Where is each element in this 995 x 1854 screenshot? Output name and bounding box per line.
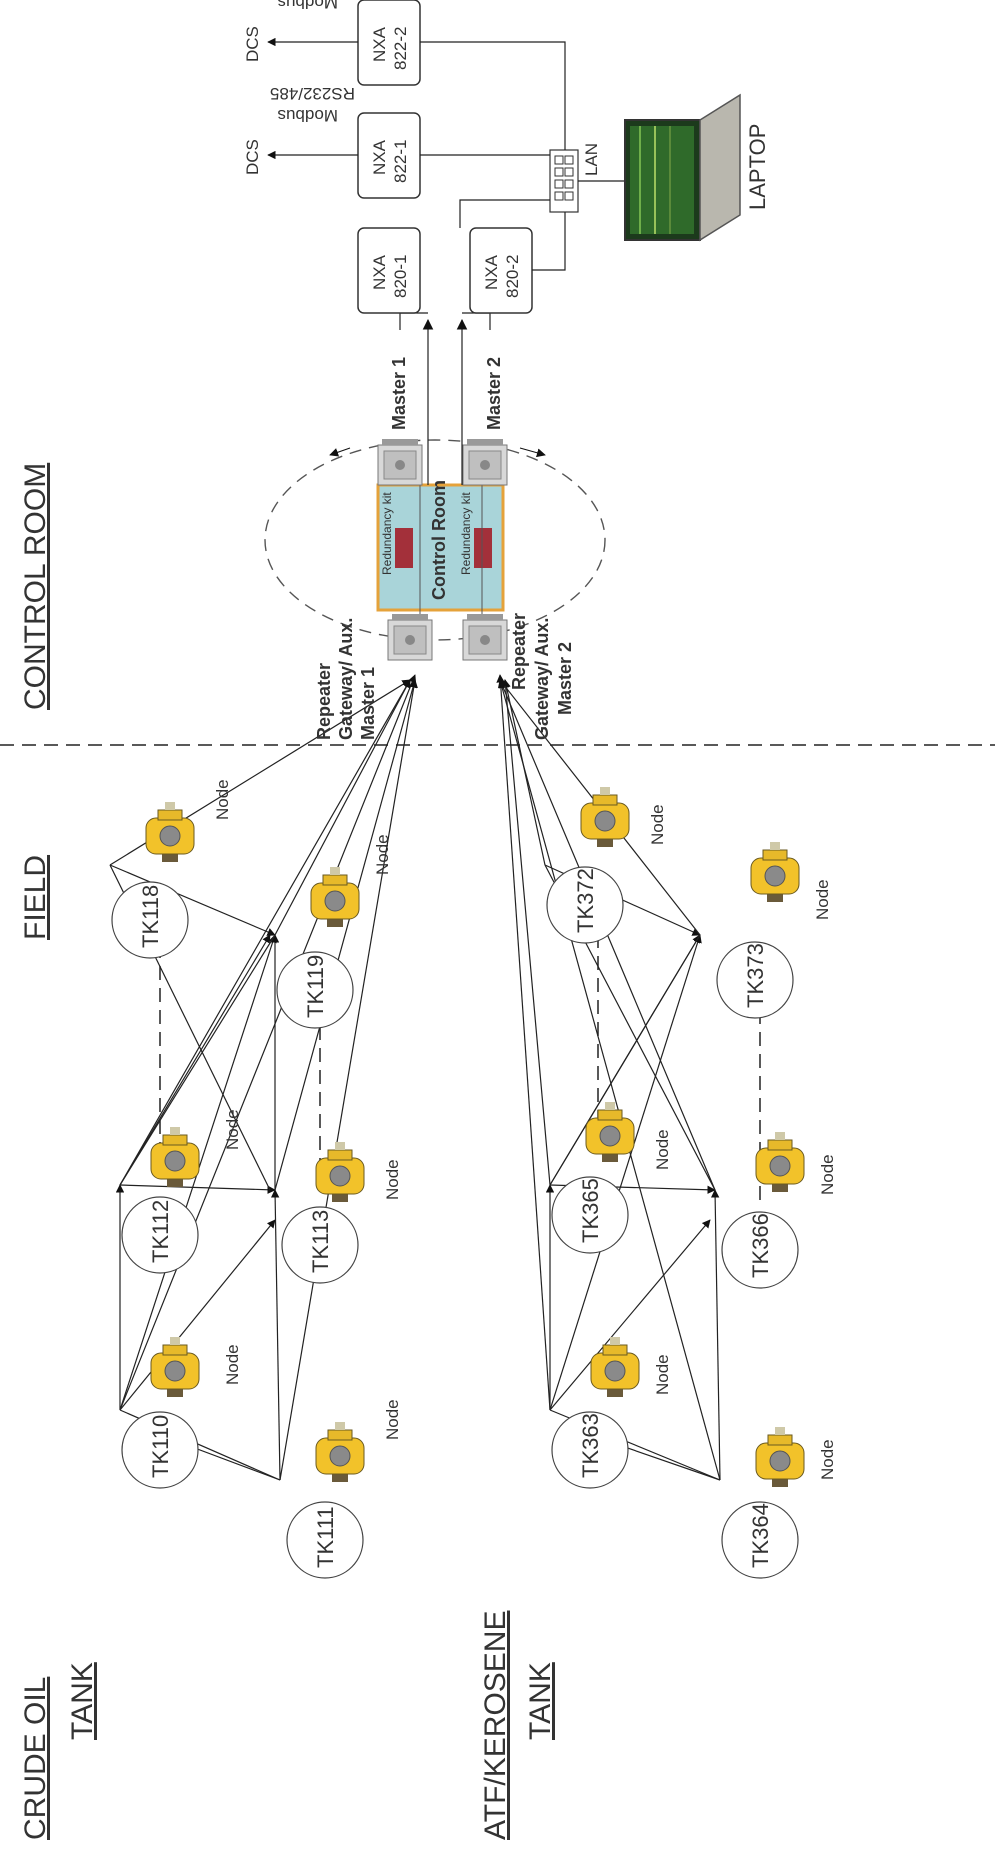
nxa-820-2: NXA 820-2 [469, 227, 533, 314]
tank-tk373: TK373 [716, 941, 794, 1019]
repeater-2-label: Gateway/ Aux. [532, 618, 552, 740]
svg-text:RS232/485: RS232/485 [270, 84, 355, 103]
svg-text:NXA: NXA [370, 254, 389, 290]
node-icon [150, 1336, 200, 1398]
node-icon [755, 1131, 805, 1193]
node-icon [750, 841, 800, 903]
repeater-2-label: Master 2 [555, 642, 575, 715]
svg-text:TK373: TK373 [743, 943, 768, 1008]
node-icon [145, 801, 195, 863]
atf-kerosene-header: ATF/KEROSENE [479, 1611, 512, 1840]
master-1-device [377, 438, 423, 486]
node-label: Node [653, 1354, 672, 1395]
svg-text:TK372: TK372 [573, 868, 598, 933]
svg-text:NXA: NXA [482, 254, 501, 290]
redundancy-kit-label: Redundancy kit [380, 492, 394, 575]
svg-text:NXA: NXA [370, 26, 389, 62]
crude-oil-mesh [109, 674, 418, 1481]
master-2-label: Master 2 [484, 357, 504, 430]
node-icon [585, 1101, 635, 1163]
node-label: Node [653, 1129, 672, 1170]
dcs-output-1: DCS Modbus RS232/485 [243, 84, 358, 175]
svg-text:TK363: TK363 [578, 1413, 603, 1478]
node-label: Node [818, 1439, 837, 1480]
field-header: FIELD [19, 855, 52, 940]
svg-text:TK111: TK111 [313, 1506, 338, 1568]
svg-text:TK113: TK113 [308, 1210, 333, 1273]
tank-tk365: TK365 [551, 1176, 629, 1254]
node-icon [580, 786, 630, 848]
svg-text:TK119: TK119 [303, 955, 328, 1018]
svg-text:820-1: 820-1 [391, 255, 410, 298]
svg-text:DCS: DCS [243, 139, 262, 175]
svg-text:822-1: 822-1 [391, 140, 410, 183]
node-icon [310, 866, 360, 928]
svg-text:Modbus: Modbus [278, 106, 338, 125]
master-1-label: Master 1 [389, 357, 409, 430]
node-label: Node [383, 1159, 402, 1200]
nxa-822-2: NXA 822-2 [357, 0, 421, 86]
crude-oil-header-tank: TANK [66, 1662, 99, 1740]
repeater-1-label: Master 1 [358, 667, 378, 740]
node-icon [315, 1141, 365, 1203]
atf-kerosene-header-tank: TANK [524, 1662, 557, 1740]
node-label: Node [223, 1344, 242, 1385]
nxa-822-1: NXA 822-1 [357, 112, 421, 199]
node-label: Node [383, 1399, 402, 1440]
laptop-label: LAPTOP [745, 124, 770, 210]
repeater-2-label: Repeater [509, 613, 529, 690]
node-label: Node [373, 834, 392, 875]
master-2-device [462, 438, 508, 486]
node-icon [755, 1426, 805, 1488]
tank-tk111: TK111 [286, 1501, 364, 1579]
dcs-output-2: DCS Modbus RS232/485 [243, 0, 358, 62]
tank-tk372: TK372 [546, 866, 624, 944]
node-label: Node [813, 879, 832, 920]
repeater-2-device [462, 613, 508, 661]
control-room-group: Redundancy kit Redundancy kit Control Ro… [264, 312, 606, 740]
svg-text:820-2: 820-2 [503, 255, 522, 298]
repeater-1-device [387, 613, 433, 661]
node-label: Node [223, 1109, 242, 1150]
node-icon [150, 1126, 200, 1188]
svg-text:TK366: TK366 [748, 1213, 773, 1278]
tank-tk112: TK112 [121, 1196, 199, 1274]
svg-text:TK112: TK112 [148, 1200, 173, 1263]
tank-tk110: TK110 [121, 1411, 199, 1489]
lan-label: LAN [582, 143, 601, 176]
tank-tk364: TK364 [721, 1501, 799, 1579]
lan-switch: LAN [549, 143, 601, 213]
crude-oil-header: CRUDE OIL [19, 1677, 52, 1840]
node-label: Node [818, 1154, 837, 1195]
svg-text:DCS: DCS [243, 26, 262, 62]
laptop-icon [624, 93, 741, 242]
nxa-820-1: NXA 820-1 [357, 227, 421, 314]
svg-text:TK110: TK110 [148, 1415, 173, 1478]
svg-text:822-2: 822-2 [391, 27, 410, 70]
redundancy-kit-label: Redundancy kit [459, 492, 473, 575]
node-label: Node [648, 804, 667, 845]
svg-text:TK118: TK118 [138, 885, 163, 948]
tank-tk366: TK366 [721, 1211, 799, 1289]
repeater-1-label: Gateway/ Aux. [336, 618, 356, 740]
control-room-header: CONTROL ROOM [19, 463, 52, 710]
svg-text:TK365: TK365 [578, 1178, 603, 1243]
svg-text:Modbus: Modbus [278, 0, 338, 12]
tank-tk113: TK113 [281, 1206, 359, 1284]
svg-text:TK364: TK364 [748, 1503, 773, 1568]
control-room-label: Control Room [429, 480, 449, 600]
lan-wiring [420, 41, 625, 271]
svg-text:NXA: NXA [370, 139, 389, 175]
node-label: Node [213, 779, 232, 820]
node-icon [590, 1336, 640, 1398]
node-icon [315, 1421, 365, 1483]
tank-tk119: TK119 [276, 951, 354, 1029]
tank-tk118: TK118 [111, 881, 189, 959]
tank-tk363: TK363 [551, 1411, 629, 1489]
repeater-1-label: Repeater [314, 663, 334, 740]
